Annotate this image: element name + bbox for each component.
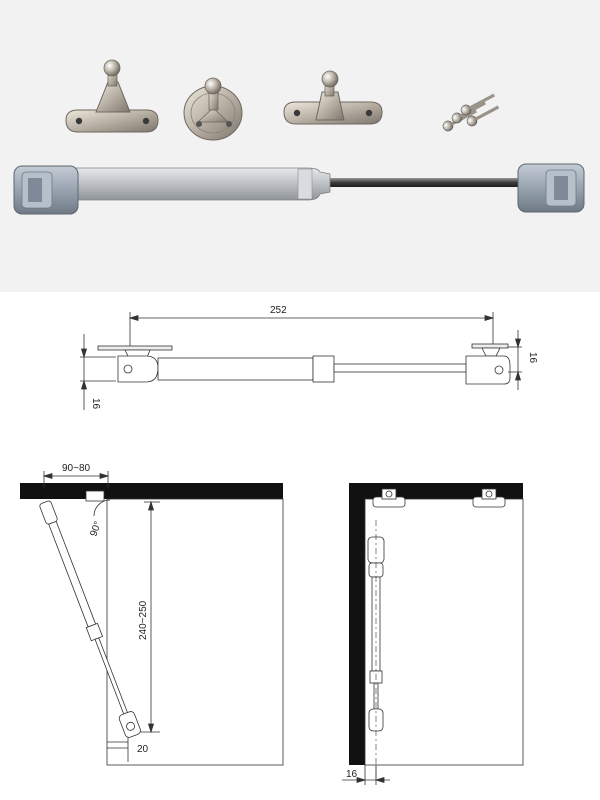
installation-open-view: [20, 471, 284, 766]
product-photo: [0, 0, 600, 292]
dim-16-left: 16: [90, 398, 101, 410]
cylinder-body: [69, 167, 331, 201]
screws-icon: [442, 93, 500, 132]
left-panel-right: [349, 483, 365, 765]
dim-angle-90: 90°: [88, 520, 104, 538]
photo-background: [0, 0, 600, 292]
right-end-fitting: [465, 355, 511, 385]
flat-plate-bracket-icon: [283, 70, 383, 125]
dim-90-80: 90~80: [62, 463, 91, 474]
gas-spring: [13, 163, 585, 215]
dim-16-bottom: 16: [346, 769, 358, 780]
round-base-bracket-icon: [183, 77, 243, 141]
dim-240-250: 240~250: [138, 600, 149, 640]
cylinder-outline: [157, 357, 314, 381]
diagonal-gas-spring: [39, 500, 141, 738]
dim-16-right: 16: [527, 352, 538, 364]
dim-20: 20: [137, 744, 149, 755]
top-panel: [20, 483, 283, 499]
installation-closed-view: [342, 483, 524, 785]
right-end-cap: [517, 163, 585, 213]
left-end-cap: [13, 165, 79, 215]
technical-drawings: 252 16 16: [20, 305, 538, 785]
dim-252: 252: [270, 305, 287, 316]
piston-rod: [330, 178, 526, 187]
side-elevation: [80, 312, 522, 410]
door-panel: [364, 498, 524, 766]
left-bracket-plate: [97, 345, 173, 351]
rod-outline: [333, 363, 467, 373]
mounting-bracket-icon: [65, 59, 159, 133]
right-bracket-plate: [471, 343, 509, 349]
